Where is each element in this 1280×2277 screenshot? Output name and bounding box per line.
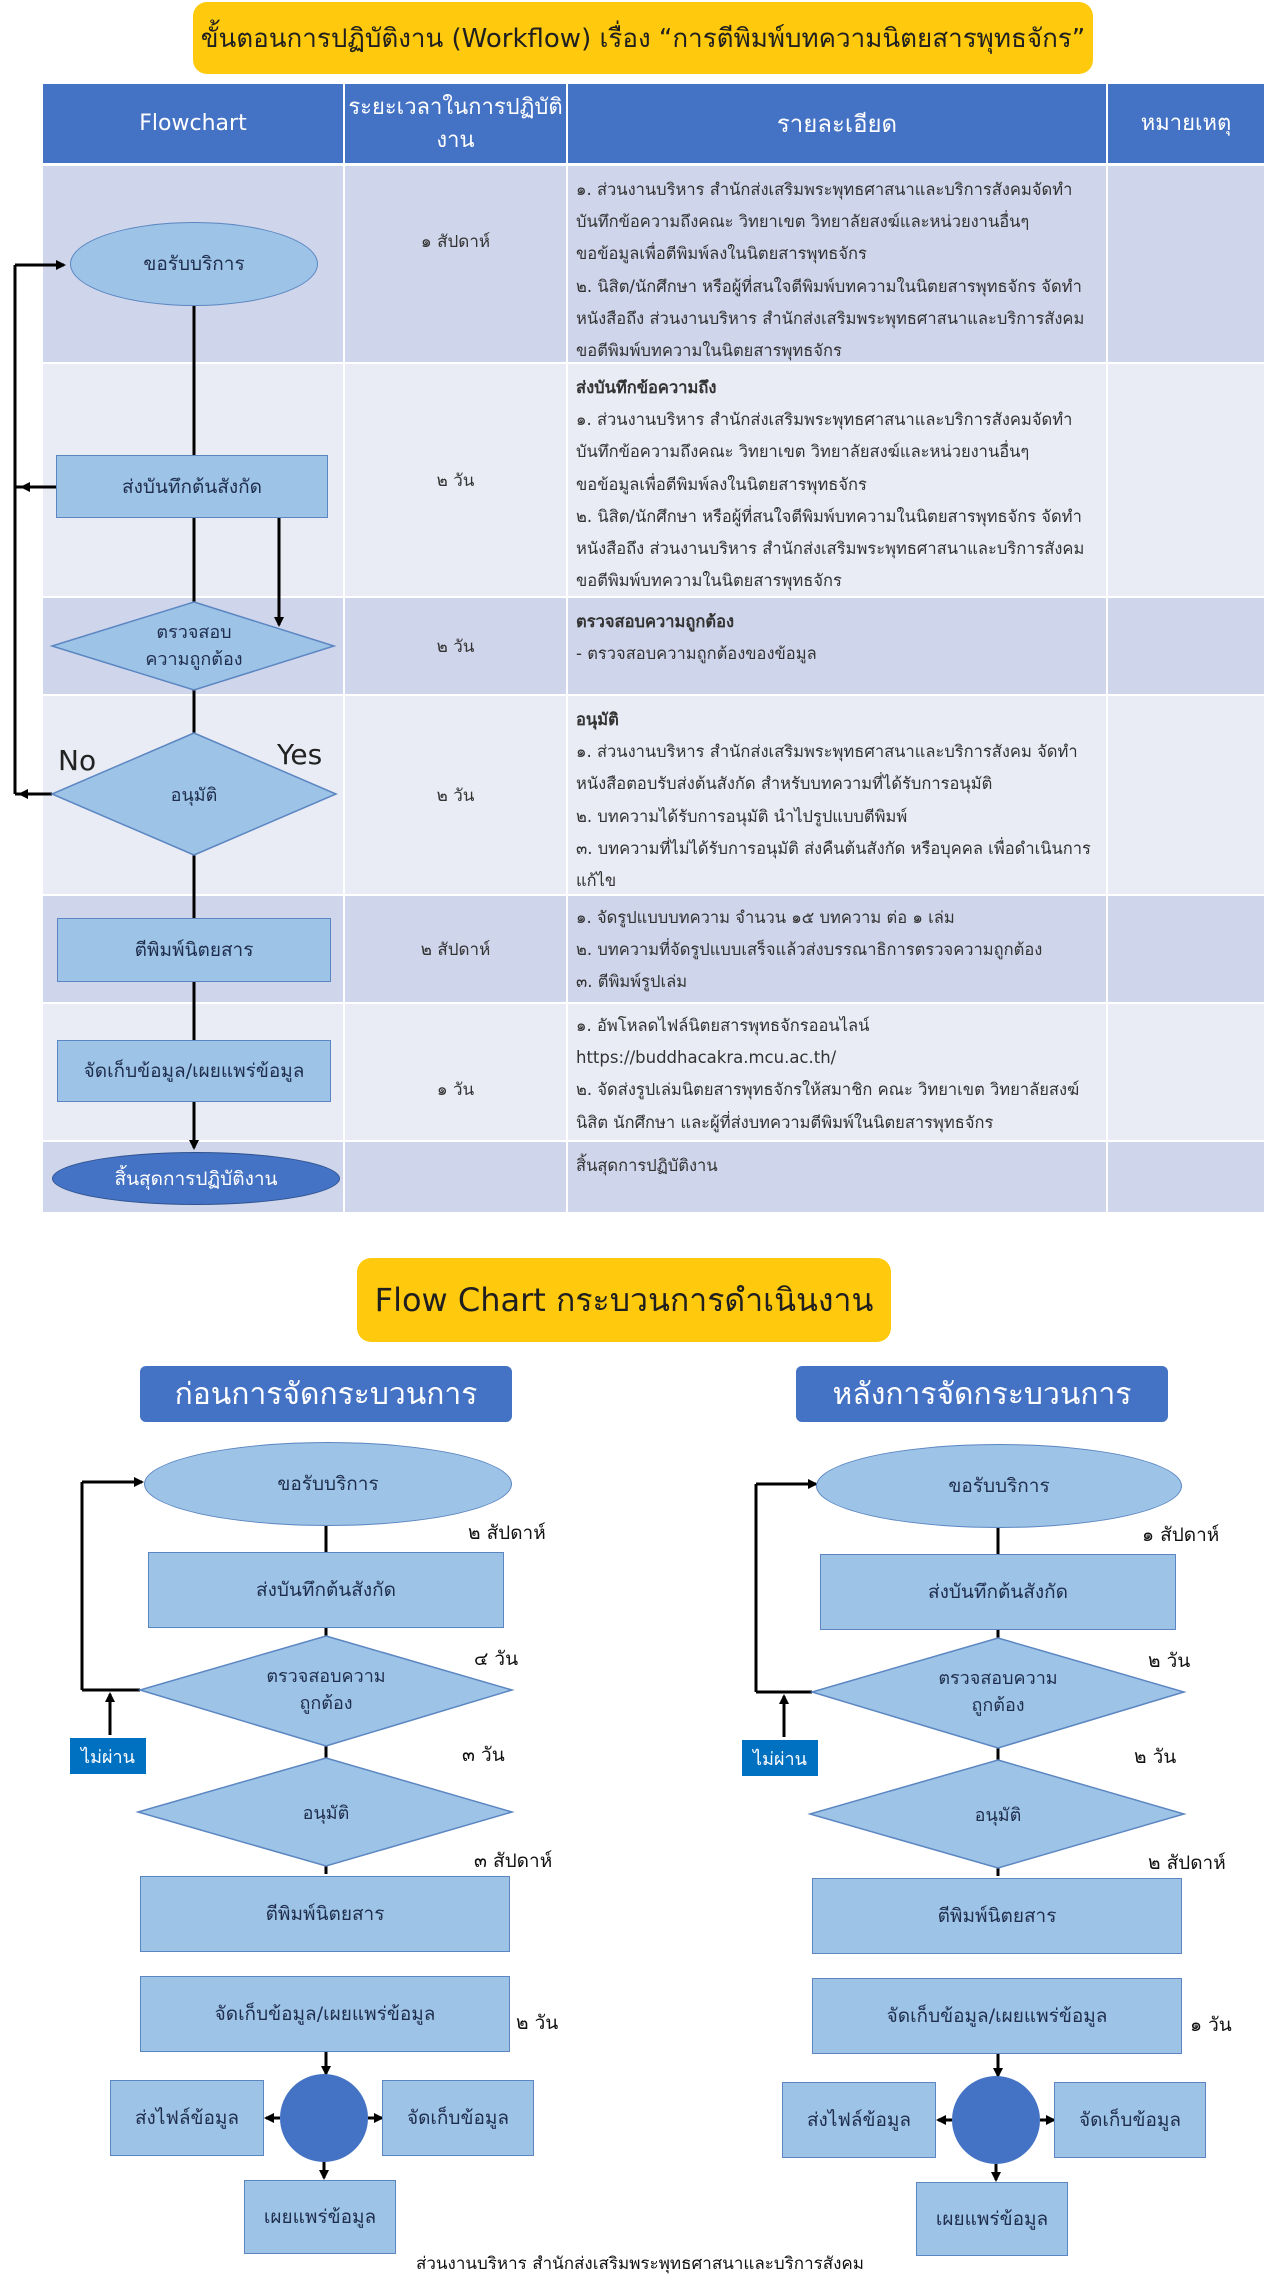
detail-cell: สิ้นสุดการปฏิบัติงาน [568,1146,1106,1186]
after-send-memo-box: ส่งบันทึกต้นสังกัด [820,1554,1176,1630]
after-title: หลังการจัดกระบวนการ [796,1366,1168,1422]
print-magazine-box: ตีพิมพ์นิตยสาร [57,918,331,982]
after-publish-box: เผยแพร่ข้อมูล [916,2182,1068,2256]
after-approve-label: อนุมัติ [974,1804,1022,1826]
after-print-box: ตีพิมพ์นิตยสาร [812,1878,1182,1954]
approve-diamond [50,732,338,856]
after-request-ellipse: ขอรับบริการ [816,1444,1182,1528]
duration-cell: ๒ วัน [436,636,475,657]
detail-cell: ๑. จัดรูปแบบบทความ จำนวน ๑๕ บทความ ต่อ ๑… [568,898,1106,1003]
before-duration: ๔ วัน [474,1648,519,1670]
after-approve-diamond [807,1759,1187,1869]
duration-cell: ๒ สัปดาห์ [420,939,491,960]
verify-diamond [49,601,337,691]
detail-title: ตรวจสอบความถูกต้อง [576,612,735,631]
before-request-ellipse: ขอรับบริการ [144,1442,512,1526]
column-divider [1106,166,1108,1212]
flowchart-section-banner: Flow Chart กระบวนการดำเนินงาน [357,1258,891,1342]
column-divider [566,166,568,1212]
end-process-ellipse: สิ้นสุดการปฏิบัติงาน [52,1152,340,1205]
duration-cell: ๑ วัน [436,1079,475,1100]
duration-cell: ๑ สัปดาห์ [420,231,491,252]
after-send-file-box: ส่งไฟล์ข้อมูล [782,2082,936,2158]
detail-text: ๑. อัพโหลดไฟล์นิตยสารพุทธจักรออนไลน์ htt… [576,1016,1080,1132]
before-verify-diamond [137,1635,515,1747]
workflow-title-banner: ขั้นตอนการปฏิบัติงาน (Workflow) เรื่อง “… [193,2,1093,74]
request-service-ellipse: ขอรับบริการ [70,222,318,306]
detail-text: ๑. ส่วนงานบริหาร สำนักส่งเสริมพระพุทธศาส… [576,180,1085,360]
detail-cell: ๑. ส่วนงานบริหาร สำนักส่งเสริมพระพุทธศาส… [568,170,1106,371]
detail-cell: อนุมัติ๑. ส่วนงานบริหาร สำนักส่งเสริมพระ… [568,700,1106,901]
send-memo-box: ส่งบันทึกต้นสังกัด [56,455,328,518]
after-verify-diamond [809,1637,1187,1749]
after-verify-label: ตรวจสอบความถูกต้อง [938,1668,1058,1716]
detail-text: ๑. ส่วนงานบริหาร สำนักส่งเสริมพระพุทธศาส… [576,742,1091,890]
before-distribution-circle [280,2074,368,2162]
duration-cell: ๒ วัน [436,470,475,491]
detail-title: อนุมัติ [576,710,619,729]
header-duration: ระยะเวลาในการปฏิบัติงาน [345,84,566,163]
before-send-memo-box: ส่งบันทึกต้นสังกัด [148,1552,504,1628]
detail-cell: ส่งบันทึกข้อความถึง๑. ส่วนงานบริหาร สำนั… [568,368,1106,601]
no-label: No [58,744,97,777]
store-publish-box: จัดเก็บข้อมูล/เผยแพร่ข้อมูล [57,1040,331,1102]
detail-text: สิ้นสุดการปฏิบัติงาน [576,1156,718,1175]
detail-cell: ๑. อัพโหลดไฟล์นิตยสารพุทธจักรออนไลน์ htt… [568,1006,1106,1143]
before-publish-box: เผยแพร่ข้อมูล [244,2180,396,2254]
after-duration: ๒ วัน [1148,1650,1191,1672]
duration-cell: ๒ วัน [436,785,475,806]
approve-label: อนุมัติ [170,784,218,806]
footer-text: ส่วนงานบริหาร สำนักส่งเสริมพระพุทธศาสนาแ… [415,2254,865,2274]
after-store-box: จัดเก็บข้อมูล/เผยแพร่ข้อมูล [812,1978,1182,2054]
before-title: ก่อนการจัดกระบวนการ [140,1366,512,1422]
after-duration: ๒ สัปดาห์ [1148,1852,1226,1874]
detail-cell: ตรวจสอบความถูกต้อง - ตรวจสอบความถูกต้องขอ… [568,602,1106,674]
verify-label: ตรวจสอบความถูกต้อง [145,622,243,670]
before-approve-label: อนุมัติ [302,1802,350,1824]
header-flowchart: Flowchart [43,84,343,163]
before-approve-diamond [135,1757,515,1867]
column-divider [343,166,345,1212]
before-duration: ๒ สัปดาห์ [468,1522,546,1544]
after-keep-box: จัดเก็บข้อมูล [1054,2082,1206,2158]
detail-text: ๑. ส่วนงานบริหาร สำนักส่งเสริมพระพุทธศาส… [576,410,1085,591]
detail-text: - ตรวจสอบความถูกต้องของข้อมูล [576,644,817,664]
before-duration: ๒ วัน [516,2012,559,2034]
after-distribution-circle [952,2076,1040,2164]
before-duration: ๓ วัน [462,1744,505,1766]
before-duration: ๓ สัปดาห์ [474,1850,553,1872]
after-fail-label: ไม่ผ่าน [742,1740,818,1776]
yes-label: Yes [277,738,323,771]
after-duration: ๒ วัน [1134,1746,1177,1768]
detail-text: ๑. จัดรูปแบบบทความ จำนวน ๑๕ บทความ ต่อ ๑… [576,908,1043,992]
before-verify-label: ตรวจสอบความถูกต้อง [266,1666,386,1714]
before-send-file-box: ส่งไฟล์ข้อมูล [110,2080,264,2156]
after-duration: ๑ วัน [1190,2014,1232,2036]
before-store-box: จัดเก็บข้อมูล/เผยแพร่ข้อมูล [140,1976,510,2052]
header-note: หมายเหตุ [1108,84,1264,163]
before-print-box: ตีพิมพ์นิตยสาร [140,1876,510,1952]
detail-title: ส่งบันทึกข้อความถึง [576,378,717,397]
before-fail-label: ไม่ผ่าน [70,1738,146,1774]
after-duration: ๑ สัปดาห์ [1142,1524,1220,1546]
header-detail: รายละเอียด [568,84,1106,163]
workflow-title: ขั้นตอนการปฏิบัติงาน (Workflow) เรื่อง “… [200,23,1086,54]
before-keep-box: จัดเก็บข้อมูล [382,2080,534,2156]
